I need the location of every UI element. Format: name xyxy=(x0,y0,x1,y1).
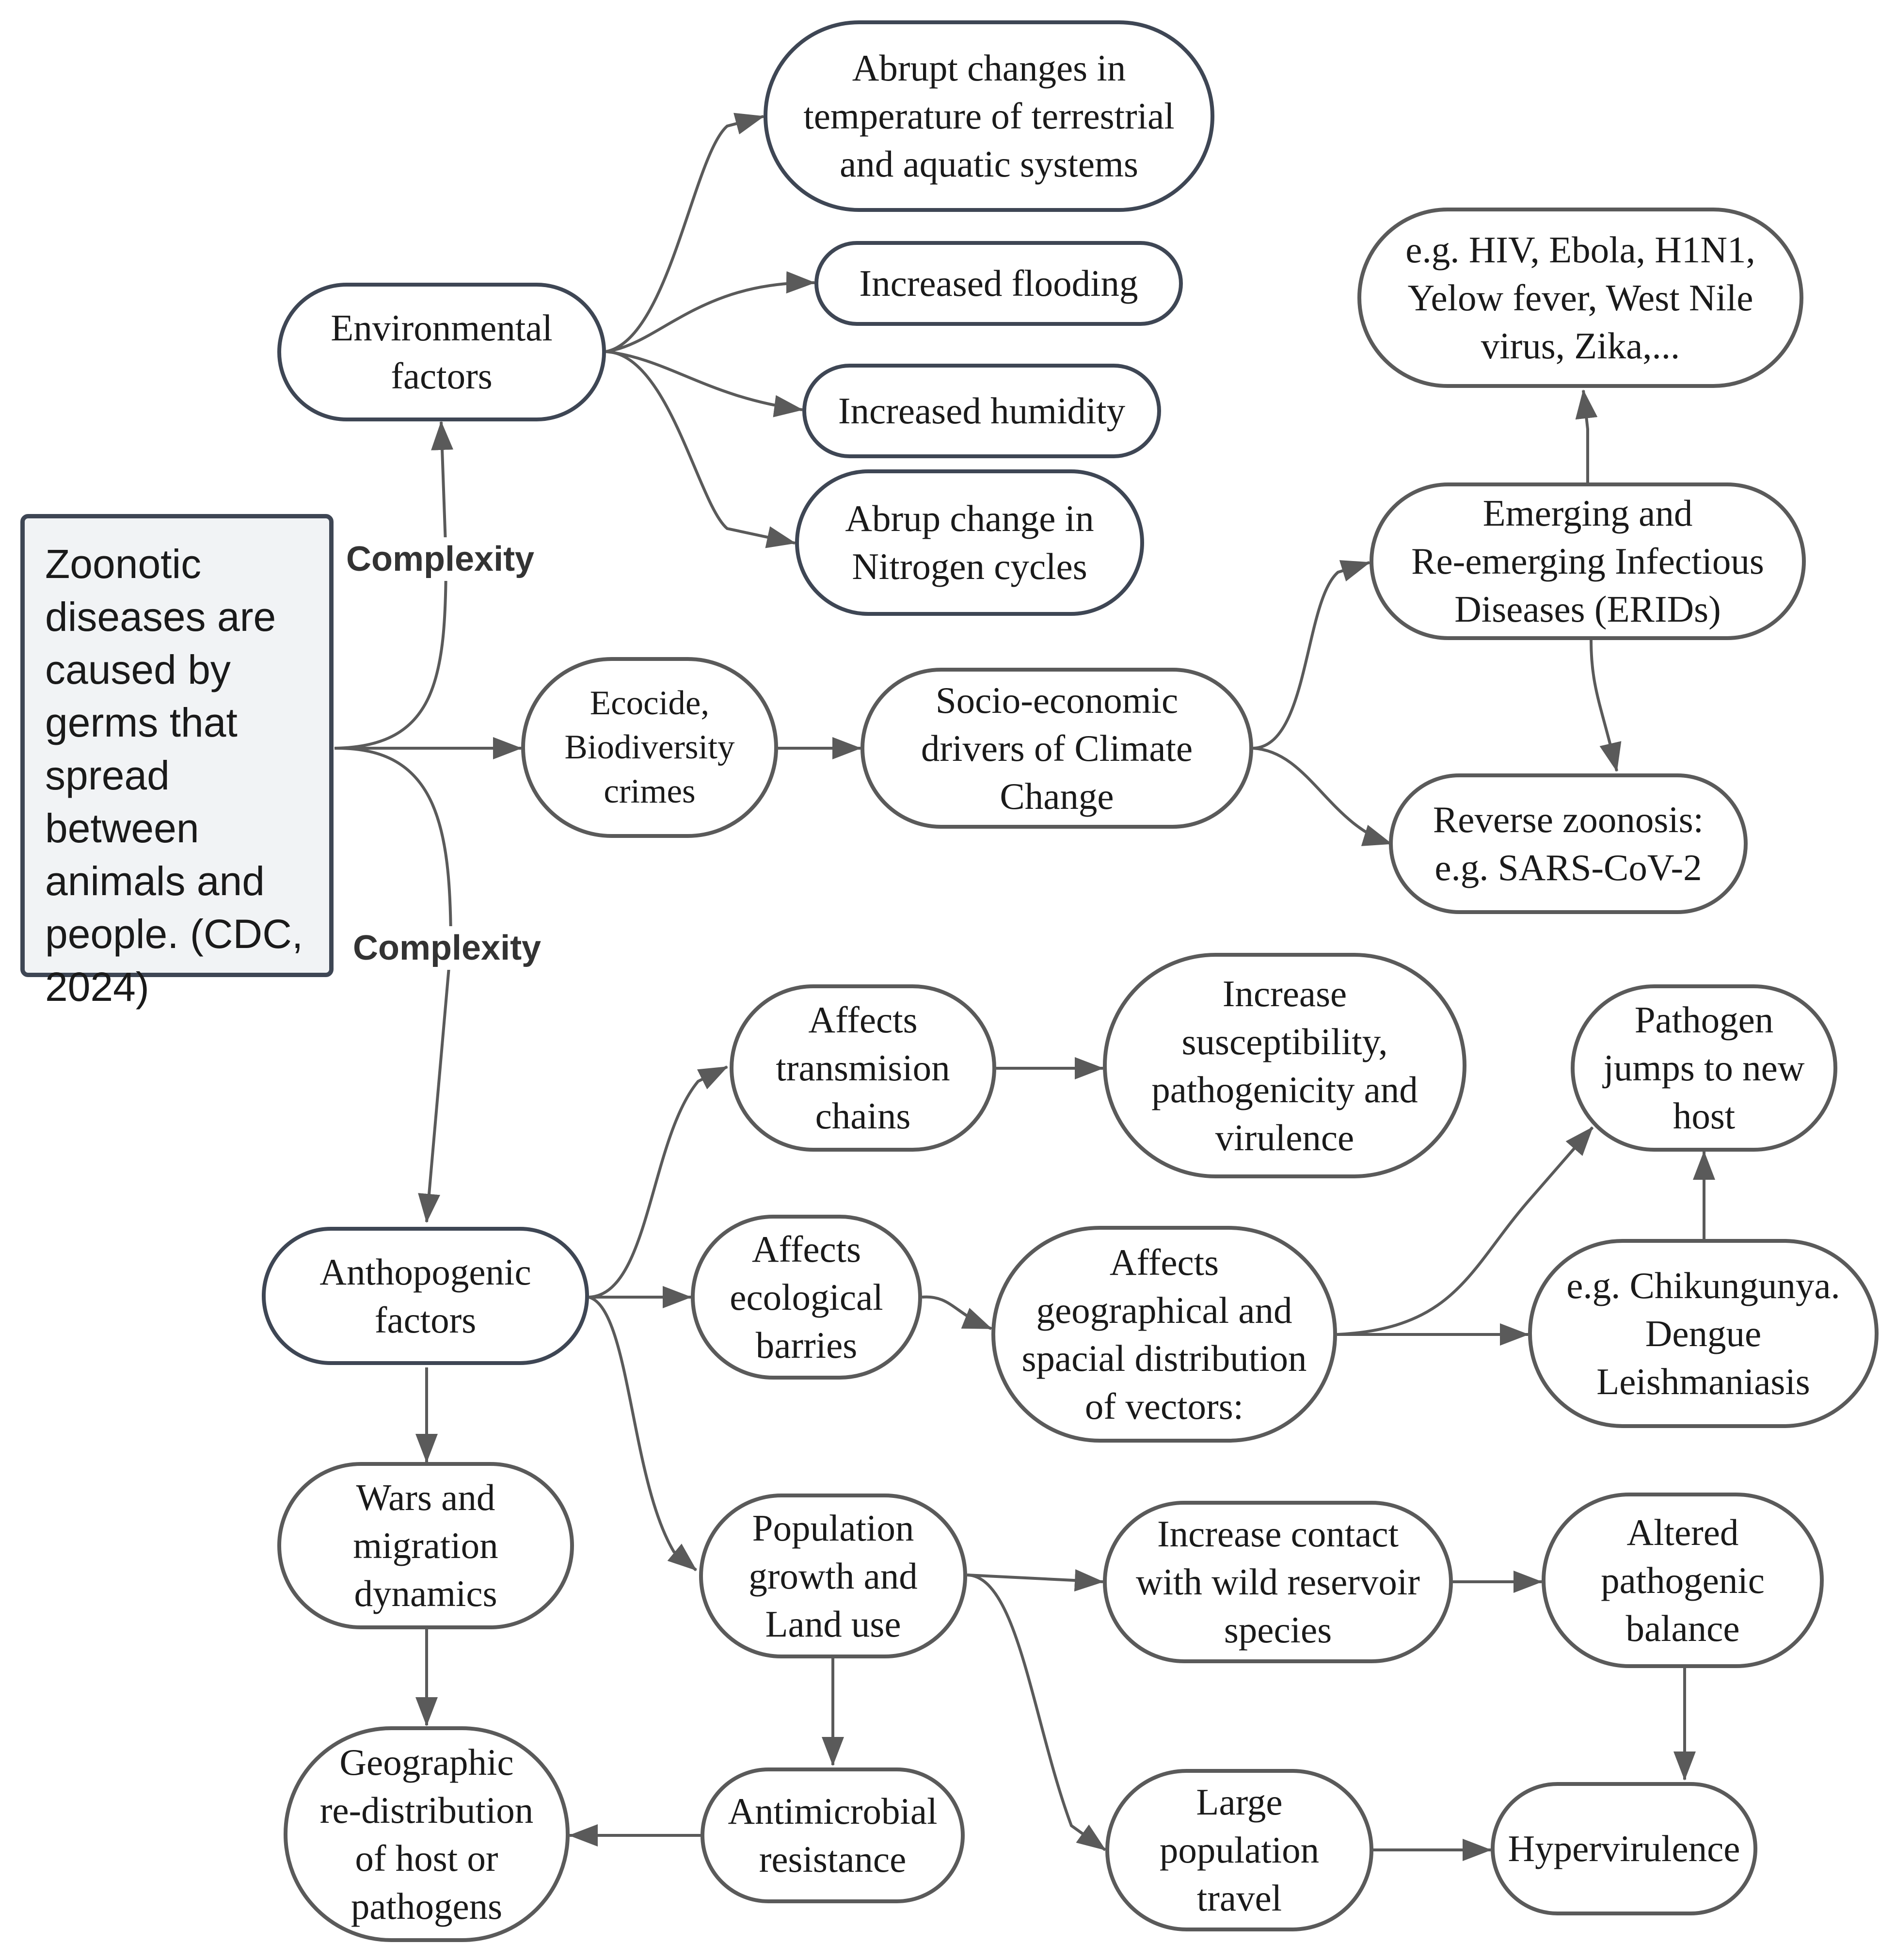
erids-node: Emerging and Re-emerging Infectious Dise… xyxy=(1370,482,1806,640)
increased-flooding-node: Increased flooding xyxy=(814,241,1183,326)
ecological-barries-node: Affects ecological barries xyxy=(691,1215,922,1380)
nitrogen-cycles-node: Abrup change in Nitrogen cycles xyxy=(795,469,1144,616)
edge-root-anthropogenic xyxy=(334,746,453,1223)
wars-migration-node: Wars and migration dynamics xyxy=(277,1462,574,1629)
edge-population-travel xyxy=(967,1574,1106,1851)
reverse-zoonosis-node: Reverse zoonosis: e.g. SARS-CoV-2 xyxy=(1389,773,1748,914)
edge-erids-examples xyxy=(1575,389,1598,482)
abrupt-temperature-node: Abrupt changes in temperature of terrest… xyxy=(764,20,1214,212)
edge-population-wild xyxy=(967,1569,1104,1592)
edge-erids-reverse xyxy=(1590,640,1622,772)
erids-examples-node: e.g. HIV, Ebola, H1N1, Yelow fever, West… xyxy=(1357,208,1803,388)
anthropogenic-factors-node: Anthopogenic factors xyxy=(262,1227,589,1365)
increased-humidity-node: Increased humidity xyxy=(802,364,1161,458)
ecocide-node: Ecocide, Biodiversity crimes xyxy=(521,657,778,838)
edge-anthropogenic-transmission xyxy=(589,1065,728,1299)
large-population-travel-node: Large population travel xyxy=(1105,1769,1373,1931)
edge-environmental-flooding xyxy=(605,271,815,353)
edge-environmental-nitrogen xyxy=(605,350,796,548)
edge-root-environmental xyxy=(334,421,454,750)
root-zoonotic-definition: Zoonotic diseases are caused by germs th… xyxy=(20,514,334,1010)
complexity-label-top: Complexity xyxy=(343,537,538,581)
edge-environmental-humidity xyxy=(605,350,803,418)
transmission-chains-node: Affects transmision chains xyxy=(730,984,996,1152)
vector-distribution-node: Affects geographical and spacial distrib… xyxy=(991,1226,1337,1443)
geographic-redistribution-node: Geographic re-distribution of host or pa… xyxy=(284,1726,570,1942)
edge-socioeconomic-reverse xyxy=(1253,747,1392,846)
edge-vector-pathogen xyxy=(1337,1126,1594,1336)
socio-economic-drivers-node: Socio-economic drivers of Climate Change xyxy=(860,668,1253,829)
wild-reservoir-contact-node: Increase contact with wild reservoir spe… xyxy=(1103,1501,1453,1663)
vector-disease-examples-node: e.g. Chikungunya. Dengue Leishmaniasis xyxy=(1528,1239,1879,1428)
edge-socioeconomic-erids xyxy=(1253,560,1370,750)
antimicrobial-resistance-node: Antimicrobial resistance xyxy=(701,1767,965,1903)
hypervirulence-node: Hypervirulence xyxy=(1491,1782,1757,1915)
pathogen-jumps-node: Pathogen jumps to new host xyxy=(1571,984,1837,1152)
increase-susceptibility-node: Increase susceptibility, pathogenicity a… xyxy=(1103,953,1466,1178)
altered-pathogenic-balance-node: Altered pathogenic balance xyxy=(1542,1493,1824,1668)
complexity-label-bottom: Complexity xyxy=(350,926,544,970)
edge-ecological-vector xyxy=(922,1295,992,1330)
edge-anthropogenic-population xyxy=(588,1296,697,1572)
population-growth-node: Population growth and Land use xyxy=(699,1494,967,1658)
edge-environmental-temperature xyxy=(605,112,765,353)
environmental-factors-node: Environmental factors xyxy=(277,283,606,421)
